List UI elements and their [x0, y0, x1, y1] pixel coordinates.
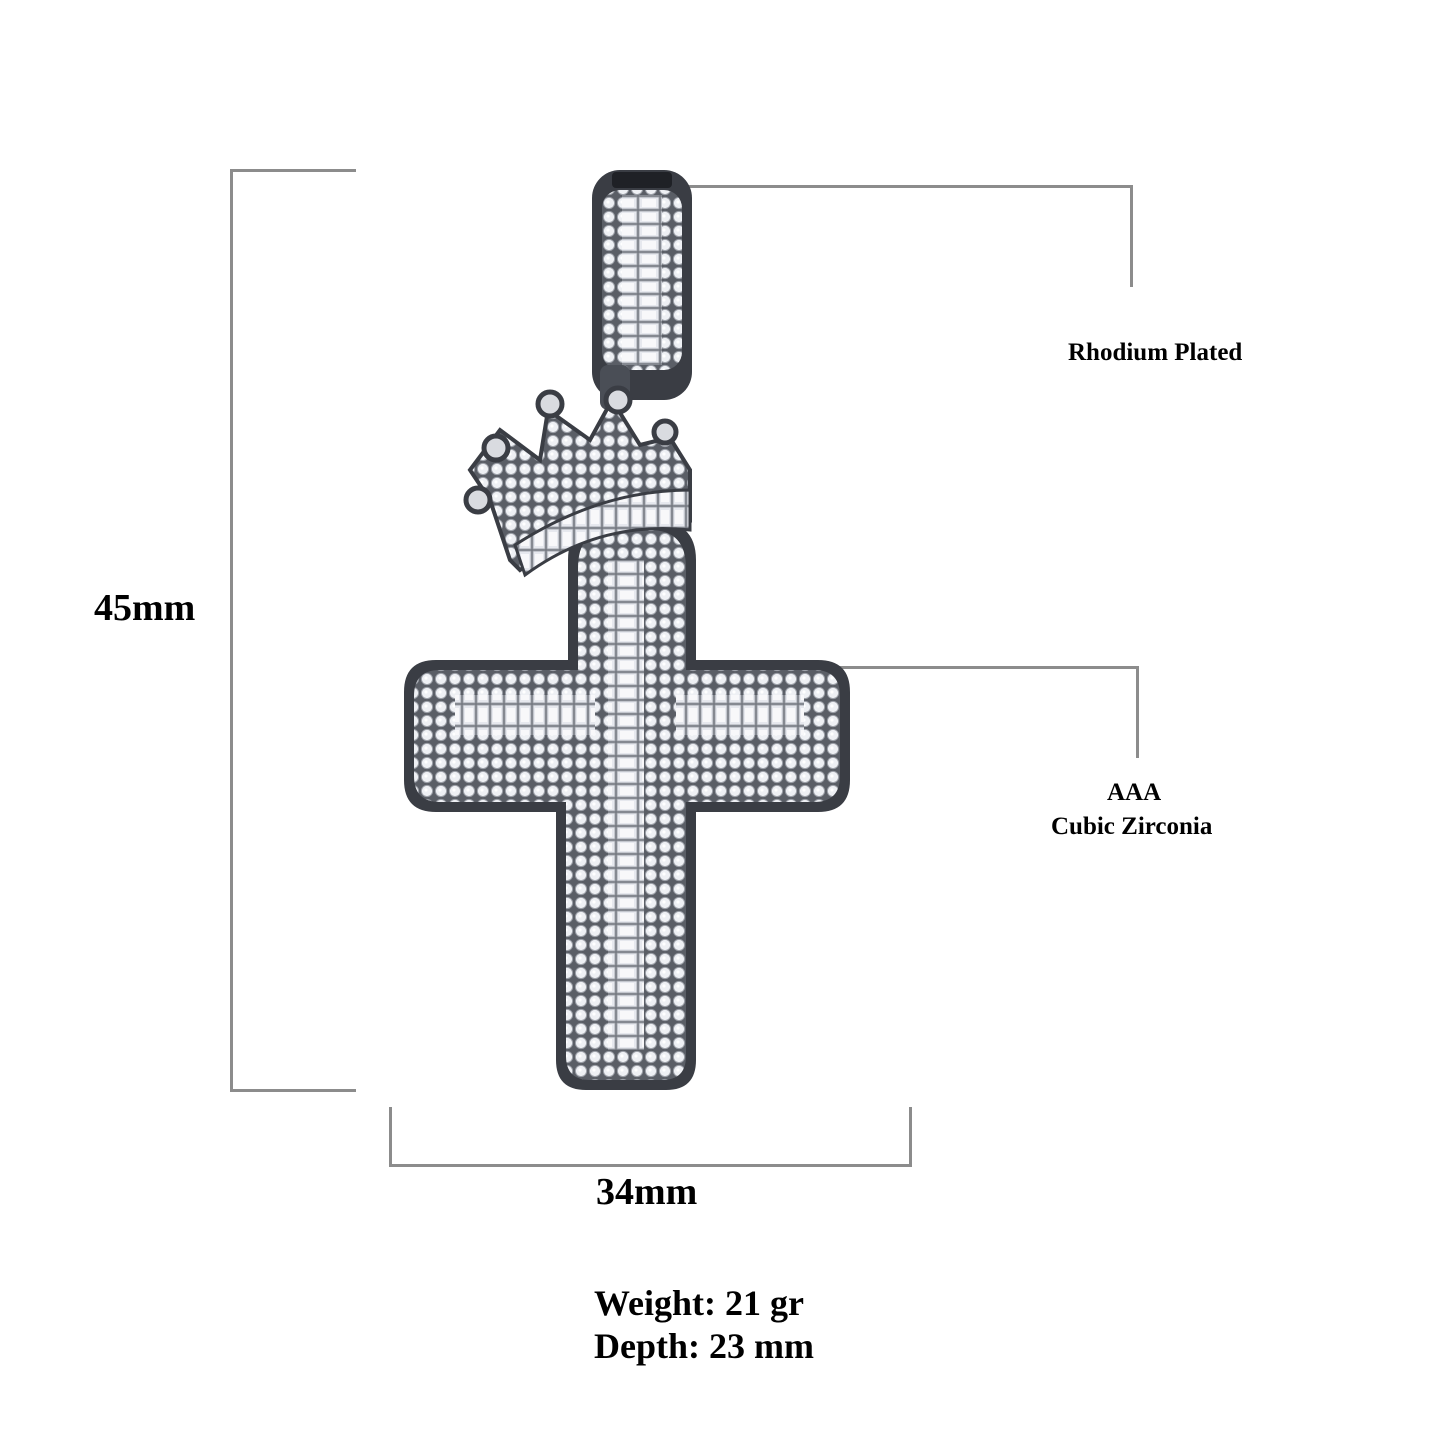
plating-leader-vertical — [1130, 185, 1133, 287]
weight-spec: Weight: 21 gr — [594, 1283, 804, 1323]
width-dimension-label: 34mm — [596, 1171, 698, 1213]
width-dimension-left-tick — [389, 1107, 392, 1167]
width-dimension-line — [389, 1164, 912, 1167]
height-dimension-label: 45mm — [94, 587, 196, 629]
stone-type-label: Cubic Zirconia — [1051, 813, 1213, 840]
crown — [463, 385, 692, 578]
plating-callout-label: Rhodium Plated — [1068, 339, 1243, 366]
bail — [592, 170, 692, 410]
depth-spec: Depth: 23 mm — [594, 1326, 814, 1366]
width-dimension-right-tick — [909, 1107, 912, 1167]
stone-leader-vertical — [1136, 666, 1139, 758]
stone-grade-label: AAA — [1107, 779, 1162, 806]
height-dimension-bottom-tick — [230, 1089, 356, 1092]
stone-leader-horizontal — [708, 666, 1139, 669]
height-dimension-line — [230, 169, 233, 1092]
height-dimension-top-tick — [230, 169, 356, 172]
plating-leader-horizontal — [680, 185, 1133, 188]
